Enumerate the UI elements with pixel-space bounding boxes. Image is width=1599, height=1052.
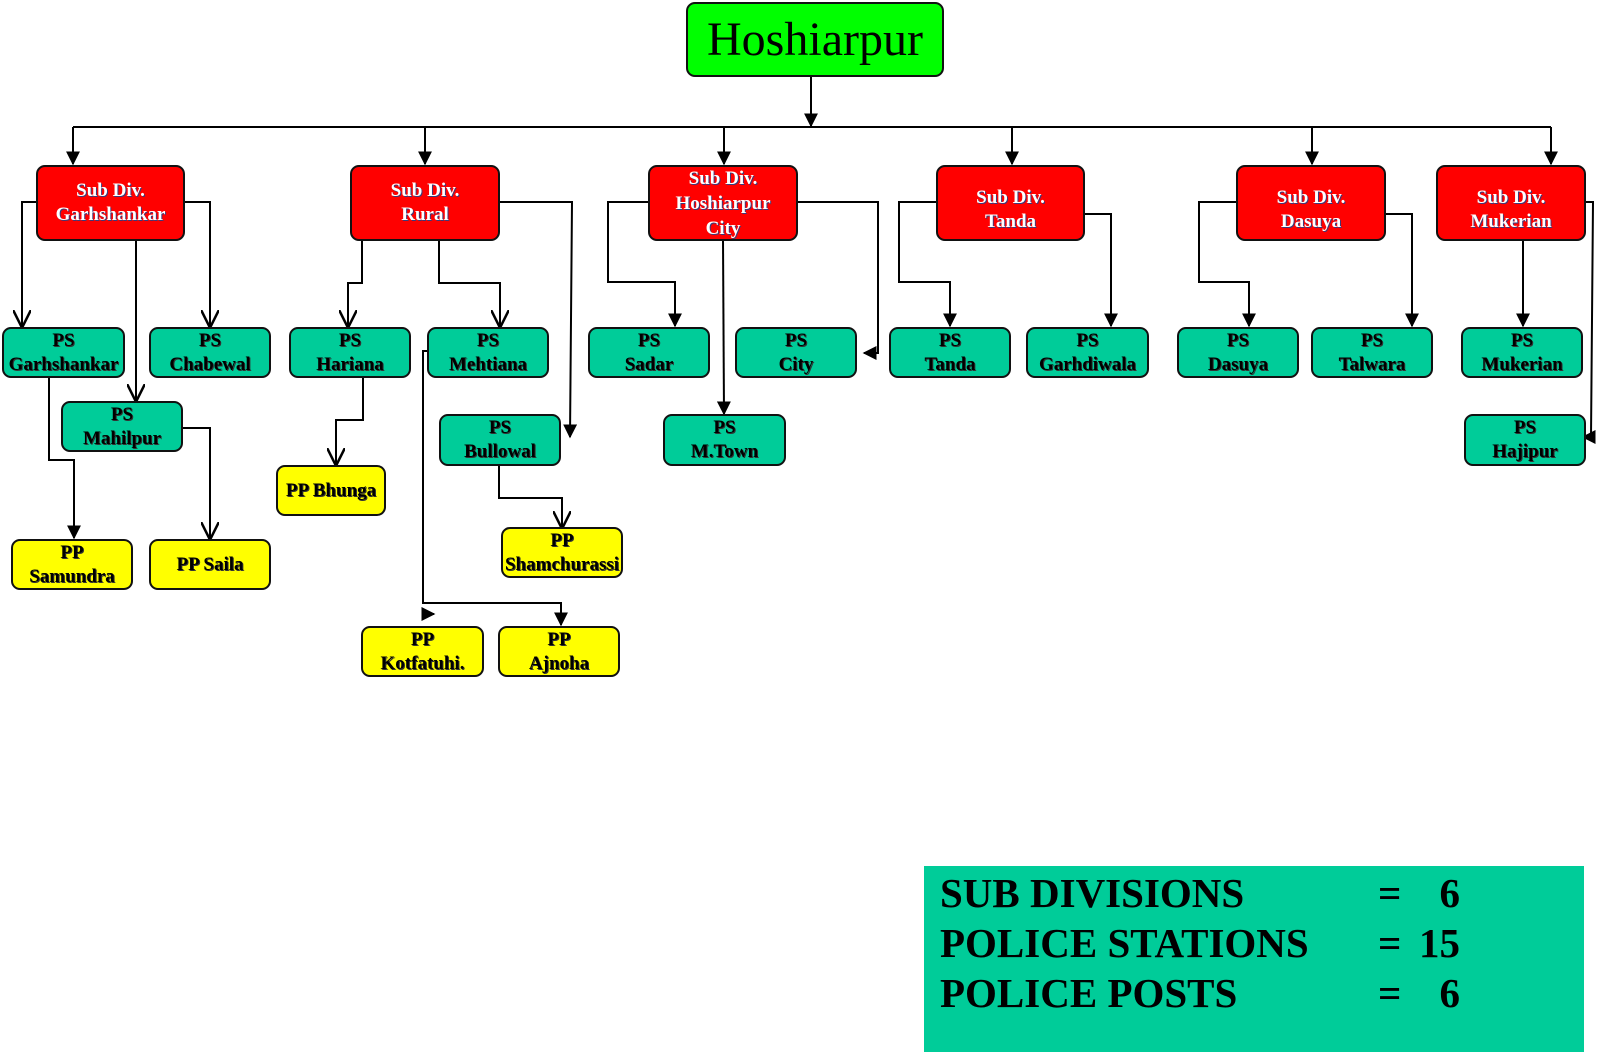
ps-label-line2: Chabewal bbox=[169, 353, 251, 375]
ps-label-line2: City bbox=[778, 353, 814, 375]
ps-label-line2: Bullowal bbox=[464, 441, 536, 462]
pp-label-line1: PP bbox=[550, 529, 574, 551]
subdiv-label-line2: Garhshankar bbox=[55, 204, 166, 225]
ps-garhdiwala: PS Garhdiwala bbox=[1026, 327, 1149, 378]
ps-label-line2: Sadar bbox=[624, 353, 674, 375]
ps-label-line1: PS bbox=[1226, 329, 1250, 351]
pp-label-line1: PP Saila bbox=[176, 553, 244, 575]
pp-label-line1: PP bbox=[60, 541, 84, 563]
subdiv-rural: Sub Div. Rural bbox=[350, 165, 500, 241]
pp-label-line2: Ajnoha bbox=[528, 652, 590, 674]
ps-label-line2: Mahilpur bbox=[82, 427, 162, 449]
pp-label-line2: Kotfatuhi. bbox=[380, 652, 465, 674]
pp-kotfatuhi: PP Kotfatuhi. bbox=[361, 626, 484, 677]
ps-label-line1: PS bbox=[938, 329, 962, 351]
ps-label-line1: PS bbox=[198, 329, 222, 351]
ps-label-line2: Mukerian bbox=[1481, 353, 1563, 375]
ps-label-line2: Talwara bbox=[1338, 353, 1406, 375]
summary-label: POLICE STATIONS bbox=[940, 920, 1309, 966]
subdiv-label-line2: Dasuya bbox=[1280, 211, 1342, 232]
subdiv-hoshiarpur-city: Sub Div. Hoshiarpur City bbox=[648, 165, 798, 241]
root-node-hoshiarpur: Hoshiarpur bbox=[686, 2, 944, 77]
ps-sadar: PS Sadar bbox=[588, 327, 710, 378]
subdiv-mukerian: Sub Div. Mukerian bbox=[1436, 165, 1586, 241]
subdiv-label-line1: Sub Div. bbox=[976, 187, 1045, 208]
summary-box: SUB DIVISIONS = 6 POLICE STATIONS = 15 P… bbox=[924, 866, 1584, 1052]
subdiv-dasuya: Sub Div. Dasuya bbox=[1236, 165, 1386, 241]
ps-label-line2: Dasuya bbox=[1207, 353, 1269, 375]
ps-label-line1: PS bbox=[1510, 329, 1534, 351]
ps-tanda: PS Tanda bbox=[889, 327, 1011, 378]
pp-label-line1: PP Bhunga bbox=[285, 479, 377, 501]
pp-saila: PP Saila bbox=[149, 539, 271, 590]
subdiv-label-line2: Mukerian bbox=[1470, 211, 1552, 232]
ps-city: PS City bbox=[735, 327, 857, 378]
ps-label-line1: PS bbox=[1360, 329, 1384, 351]
ps-label-line1: PS bbox=[713, 417, 736, 438]
subdiv-label-line1: Sub Div. bbox=[1476, 187, 1546, 208]
ps-label-line2: Hariana bbox=[316, 353, 384, 375]
ps-mukerian: PS Mukerian bbox=[1461, 327, 1583, 378]
subdiv-tanda: Sub Div. Tanda bbox=[936, 165, 1085, 241]
subdiv-label-line1: Sub Div. bbox=[390, 180, 460, 201]
pp-label-line1: PP bbox=[410, 628, 435, 650]
subdiv-label-line1: Sub Div. bbox=[688, 167, 758, 189]
ps-hariana: PS Hariana bbox=[289, 327, 411, 378]
ps-talwara: PS Talwara bbox=[1311, 327, 1433, 378]
subdiv-label-line2: Rural bbox=[401, 204, 449, 225]
summary-equals: = bbox=[1378, 920, 1402, 966]
ps-label-line2: M.Town bbox=[690, 441, 759, 462]
summary-value: 6 bbox=[1439, 870, 1461, 916]
ps-label-line2: Tanda bbox=[924, 353, 976, 375]
pp-label-line2: Shamchurassi bbox=[504, 553, 620, 575]
pp-label-line2: Samundra bbox=[29, 565, 115, 587]
pp-label-line1: PP bbox=[547, 628, 571, 650]
summary-equals: = bbox=[1378, 870, 1402, 916]
subdiv-label-line1: Sub Div. bbox=[1276, 187, 1346, 208]
summary-value: 6 bbox=[1439, 970, 1461, 1016]
ps-label-line2: Garhdiwala bbox=[1038, 353, 1137, 375]
summary-equals: = bbox=[1378, 970, 1402, 1016]
ps-chabewal: PS Chabewal bbox=[149, 327, 271, 378]
subdiv-garhshankar: Sub Div. Garhshankar bbox=[36, 165, 185, 241]
ps-dasuya: PS Dasuya bbox=[1177, 327, 1299, 378]
subdiv-label-line2: Hoshiarpur bbox=[675, 192, 771, 214]
ps-mahilpur: PS Mahilpur bbox=[61, 401, 183, 452]
summary-label: POLICE POSTS bbox=[940, 970, 1238, 1016]
ps-label-line1: PS bbox=[1076, 329, 1099, 351]
ps-label-line1: PS bbox=[637, 329, 661, 351]
subdiv-label-line2: Tanda bbox=[984, 211, 1037, 232]
pp-bhunga: PP Bhunga bbox=[276, 465, 386, 516]
summary-label: SUB DIVISIONS bbox=[940, 870, 1245, 916]
ps-label-line1: PS bbox=[476, 329, 500, 351]
ps-hajipur: PS Hajipur bbox=[1464, 414, 1586, 466]
ps-label-line1: PS bbox=[488, 417, 512, 438]
ps-label-line1: PS bbox=[1513, 417, 1537, 438]
summary-value: 15 bbox=[1419, 920, 1460, 966]
ps-garhshankar: PS Garhshankar bbox=[2, 327, 125, 378]
ps-mehtiana: PS Mehtiana bbox=[427, 327, 549, 378]
ps-label-line1: PS bbox=[784, 329, 808, 351]
pp-samundra: PP Samundra bbox=[11, 539, 133, 590]
ps-label-line2: Garhshankar bbox=[8, 353, 119, 375]
ps-label-line2: Hajipur bbox=[1492, 441, 1558, 462]
ps-m-town: PS M.Town bbox=[663, 414, 786, 466]
subdiv-label-line3: City bbox=[705, 217, 741, 239]
pp-ajnoha: PP Ajnoha bbox=[498, 626, 620, 677]
ps-label-line2: Mehtiana bbox=[448, 353, 528, 375]
root-label: Hoshiarpur bbox=[707, 12, 923, 66]
ps-bullowal: PS Bullowal bbox=[439, 414, 561, 466]
subdiv-label-line1: Sub Div. bbox=[76, 180, 145, 201]
ps-label-line1: PS bbox=[52, 329, 75, 351]
ps-label-line1: PS bbox=[338, 329, 362, 351]
pp-shamchurassi: PP Shamchurassi bbox=[501, 527, 623, 578]
ps-label-line1: PS bbox=[110, 403, 134, 425]
